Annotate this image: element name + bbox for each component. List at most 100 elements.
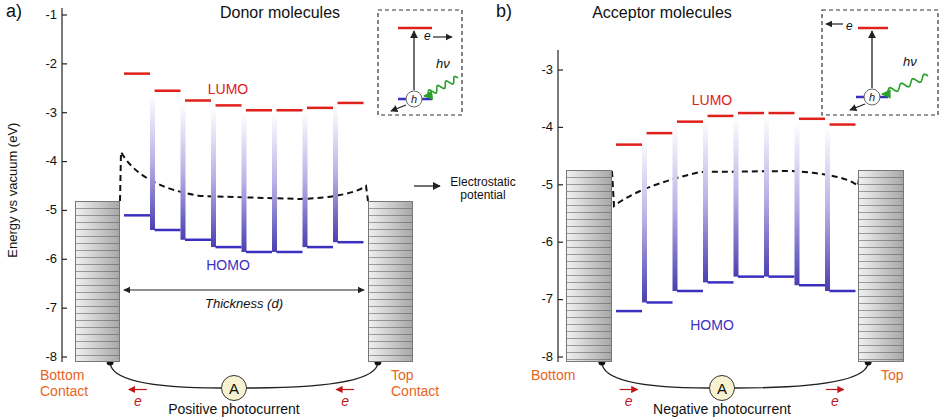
- electron-label: e: [341, 394, 349, 409]
- axis-tick: [62, 356, 67, 357]
- electron-label: e: [134, 394, 142, 409]
- lumo-level: [858, 27, 888, 30]
- homo-level: [708, 281, 734, 284]
- electron-flow-arrow: [129, 389, 147, 390]
- tick-label: -3: [541, 63, 553, 77]
- transition-bar: [150, 94, 155, 230]
- homo-level: [677, 290, 703, 293]
- homo-level: [185, 239, 211, 242]
- lumo-level: [277, 109, 303, 112]
- electron-flow-arrow: [336, 389, 354, 390]
- tick-label: -4: [45, 154, 57, 168]
- homo-level: [155, 229, 181, 232]
- homo-level: [769, 275, 795, 278]
- electrode-contact: Bottom: [566, 170, 612, 362]
- axis-tick: [62, 259, 67, 260]
- homo-level: [338, 241, 364, 244]
- homo-level: [799, 284, 825, 287]
- electrode-contact: Top Contact: [368, 201, 413, 362]
- tick-label: -2: [45, 57, 57, 71]
- homo-level: [647, 301, 673, 304]
- inset-box: [822, 10, 938, 115]
- electron-label: e: [831, 394, 839, 409]
- contact-label: Bottom: [531, 367, 585, 383]
- hole-arrow: [391, 105, 406, 111]
- homo-level: [277, 251, 303, 254]
- hole-circle: [406, 91, 422, 107]
- lumo-level: [830, 123, 856, 126]
- axis-tick: [558, 242, 563, 243]
- hole-circle: [864, 89, 880, 105]
- lumo-level: [246, 109, 272, 112]
- lumo-level: [769, 112, 795, 115]
- axis-tick: [62, 308, 67, 309]
- thickness-label: Thickness (d): [205, 297, 283, 311]
- lumo-level: [616, 143, 642, 146]
- hole-label: h: [410, 94, 418, 105]
- transition-bar: [211, 108, 216, 247]
- tick-label: -8: [541, 350, 553, 364]
- tick-label: -6: [45, 252, 57, 266]
- homo-level: [307, 246, 333, 249]
- circuit-wire: [735, 362, 868, 388]
- homo-label: HOMO: [690, 318, 734, 333]
- tick-label: -7: [45, 301, 57, 315]
- transition-bar: [673, 125, 678, 291]
- panel-letter: a): [6, 2, 22, 22]
- lumo-label: LUMO: [692, 93, 732, 108]
- y-axis: [61, 8, 62, 362]
- panel-letter: b): [496, 2, 512, 22]
- tick-label: -3: [45, 106, 57, 120]
- transition-bar: [333, 106, 338, 242]
- transition-bar: [303, 111, 308, 247]
- electron-label: e: [625, 394, 633, 409]
- photon-wave: [424, 76, 458, 96]
- axis-tick: [558, 299, 563, 300]
- ammeter-symbol: A: [229, 381, 239, 396]
- electrode-contact: Bottom Contact: [75, 201, 120, 362]
- tick-label: -7: [541, 292, 553, 306]
- axis-tick: [558, 69, 563, 70]
- transition-bar: [825, 128, 830, 291]
- hole-label: h: [868, 92, 876, 103]
- transition-bar: [272, 113, 277, 252]
- electron-label: e: [846, 20, 853, 33]
- ammeter-symbol: A: [717, 381, 727, 396]
- ammeter: A: [709, 375, 735, 401]
- photon-label: hν: [436, 57, 450, 71]
- excitation-arrow: [413, 31, 414, 90]
- transition-bar: [795, 122, 800, 285]
- contact-label: Bottom Contact: [40, 367, 94, 399]
- homo-level: [616, 310, 642, 313]
- tick-label: -1: [45, 8, 57, 22]
- photon-wave: [882, 74, 928, 94]
- circuit-wire: [602, 362, 709, 388]
- axis-tick: [62, 63, 67, 64]
- electron-label: e: [424, 30, 431, 43]
- electron-arrow: [433, 36, 452, 37]
- lumo-level: [677, 120, 703, 123]
- y-axis: [557, 50, 558, 362]
- lumo-level: [185, 99, 211, 102]
- lumo-level: [708, 115, 734, 118]
- axis-tick: [62, 210, 67, 211]
- lumo-level: [738, 112, 764, 115]
- inset-box: [378, 10, 462, 115]
- axis-title: Energy vs vacuum (eV): [7, 122, 21, 257]
- homo-level: [246, 251, 272, 254]
- potential-label: Electrostatic potential: [444, 176, 522, 202]
- homo-level: [216, 246, 242, 249]
- transition-bar: [764, 116, 769, 277]
- tick-label: -4: [541, 120, 553, 134]
- tick-label: -6: [541, 235, 553, 249]
- tick-label: -5: [541, 178, 553, 192]
- transition-bar: [181, 104, 186, 240]
- axis-tick: [62, 161, 67, 162]
- pointer-arrow: [414, 185, 440, 186]
- homo-level: [738, 275, 764, 278]
- lumo-level: [155, 89, 181, 92]
- transition-bar: [642, 136, 647, 302]
